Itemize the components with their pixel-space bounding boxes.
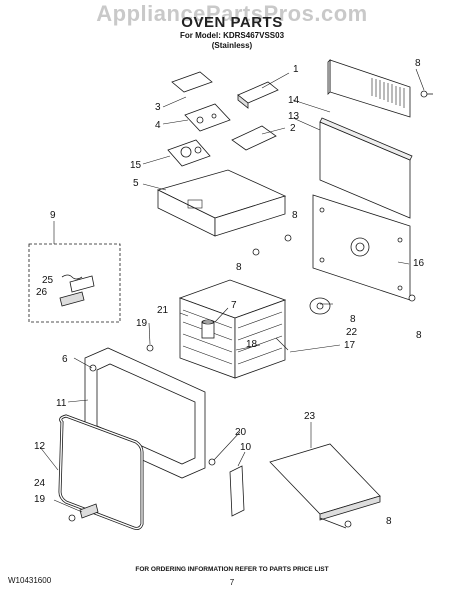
callout-5: 5 <box>133 178 139 189</box>
callout-labels: 1 2 3 4 15 5 9 14 13 8 8 8 16 25 26 21 7… <box>34 58 425 527</box>
callout-25: 25 <box>42 275 54 286</box>
hinge-bracket <box>229 465 245 517</box>
callout-20: 20 <box>235 427 247 438</box>
callout-8a: 8 <box>415 58 421 69</box>
callout-8d: 8 <box>350 314 356 325</box>
rear-panel <box>327 59 411 193</box>
callout-3: 3 <box>155 102 161 113</box>
bracket-22 <box>309 297 331 315</box>
callout-10: 10 <box>240 442 252 453</box>
page-number: 7 <box>229 578 235 587</box>
callout-15: 15 <box>130 160 142 171</box>
callout-8f: 8 <box>386 516 392 527</box>
callout-23: 23 <box>304 411 316 422</box>
callout-19a: 19 <box>136 318 148 329</box>
callout-16: 16 <box>413 258 425 269</box>
callout-19b: 19 <box>34 494 46 505</box>
callout-2: 2 <box>290 123 296 134</box>
page-title: OVEN PARTS <box>181 14 283 31</box>
callout-21: 21 <box>157 305 169 316</box>
callout-17: 17 <box>344 340 356 351</box>
callout-11: 11 <box>56 398 67 409</box>
callout-1: 1 <box>293 64 299 75</box>
small-fasteners <box>68 344 216 522</box>
element-kit-box <box>28 243 121 323</box>
callout-18: 18 <box>246 339 258 350</box>
callout-8c: 8 <box>236 262 242 273</box>
callout-7: 7 <box>231 300 237 311</box>
rack-tray <box>269 443 381 529</box>
watermark: AppliancePartsPros.com <box>96 1 368 26</box>
callout-22: 22 <box>346 327 358 338</box>
screws <box>252 90 433 528</box>
ordering-note: FOR ORDERING INFORMATION REFER TO PARTS … <box>135 566 329 573</box>
callout-8e: 8 <box>416 330 422 341</box>
callout-6: 6 <box>62 354 68 365</box>
callout-13: 13 <box>288 111 300 122</box>
callout-14: 14 <box>288 95 300 106</box>
oven-cavity <box>178 279 287 379</box>
leader-lines <box>39 68 425 513</box>
callout-24: 24 <box>34 478 46 489</box>
top-small-parts <box>167 71 279 167</box>
callout-9: 9 <box>50 210 56 221</box>
callout-4: 4 <box>155 120 161 131</box>
variant-line: (Stainless) <box>211 41 253 50</box>
model-line: For Model: KDRS467VSS03 <box>179 31 285 40</box>
document-code: W10431600 <box>8 576 52 585</box>
callout-8b: 8 <box>292 210 298 221</box>
cavity-top <box>156 169 287 237</box>
callout-12: 12 <box>34 441 46 452</box>
callout-26: 26 <box>36 287 48 298</box>
door-gasket <box>58 414 144 530</box>
